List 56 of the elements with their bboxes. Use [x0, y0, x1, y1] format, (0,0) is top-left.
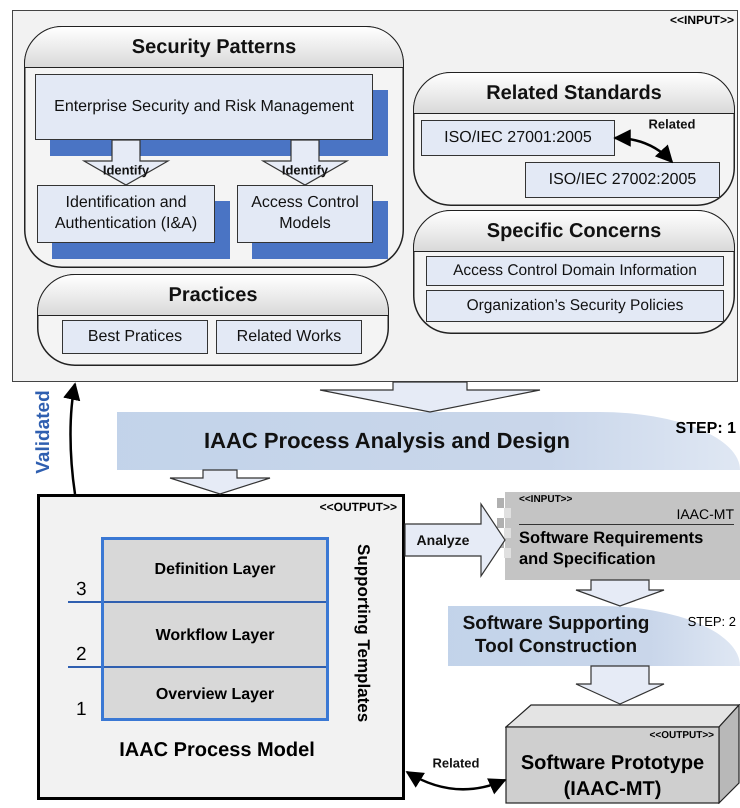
- stereotype-label: <<OUTPUT>>: [320, 500, 397, 514]
- item-box: Access Control Domain Information: [426, 256, 724, 286]
- edge-label: Related: [648, 116, 696, 132]
- model-title: IAAC Process Model: [118, 739, 316, 762]
- input-panel: [12, 10, 738, 382]
- block-arrow: [82, 139, 170, 186]
- group-header: Specific Concerns: [413, 210, 735, 252]
- stereotype-label: <<INPUT>>: [670, 13, 734, 27]
- document-title: Software Requirements and Specification: [519, 528, 704, 570]
- step-title: IAAC Process Analysis and Design: [203, 428, 571, 454]
- edge-label: Analyze: [416, 532, 470, 548]
- edge-label: Identify: [282, 162, 328, 178]
- step-title: Software Supporting Tool Construction: [462, 613, 650, 659]
- layer-label: Workflow Layer: [154, 626, 276, 644]
- group-header: Practices: [37, 274, 389, 316]
- curved-arrow: [613, 130, 674, 164]
- edge-label: Related: [432, 756, 480, 770]
- curved-arrow: [405, 770, 507, 794]
- rounded-group-panel: [24, 26, 404, 268]
- group-header: Related Standards: [413, 72, 735, 114]
- item-box: Organization’s Security Policies: [426, 290, 724, 322]
- rounded-group-panel: [37, 274, 389, 366]
- block-arrow: [169, 469, 271, 495]
- stereotype-label: <<OUTPUT>>: [650, 730, 714, 741]
- layer-label: Overview Layer: [154, 686, 276, 704]
- layer-number: 3: [68, 579, 101, 603]
- block-arrow: [260, 139, 350, 186]
- model-tag: IAAC-MT: [519, 506, 734, 525]
- step-number: STEP: 2: [688, 614, 736, 629]
- vertical-label: Supporting Templates: [353, 544, 373, 722]
- rounded-group-panel: [413, 72, 735, 206]
- item-box: ISO/IEC 27001:2005: [421, 120, 615, 156]
- block-arrow: [575, 579, 665, 607]
- output-frame: [37, 494, 405, 800]
- curved-arrow: [63, 382, 81, 494]
- step-number: STEP: 1: [676, 420, 736, 438]
- block-arrow: [319, 381, 541, 413]
- rounded-group-panel: [413, 210, 735, 334]
- block-arrow: [404, 502, 506, 578]
- item-box: Enterprise Security and Risk Management: [35, 74, 373, 140]
- item-box: Related Works: [216, 320, 362, 354]
- group-header: Security Patterns: [24, 26, 404, 68]
- block-arrow: [575, 665, 665, 705]
- stereotype-label: <<INPUT>>: [519, 494, 572, 505]
- prototype-title: Software Prototype (IAAC-MT): [520, 751, 706, 802]
- edge-label: Validated: [33, 390, 55, 474]
- item-box: ISO/IEC 27002:2005: [525, 162, 720, 198]
- edge-label: Identify: [102, 162, 150, 178]
- step-band: [117, 412, 740, 470]
- item-box: Best Pratices: [62, 320, 208, 354]
- item-box: Access Control Models: [237, 185, 373, 243]
- item-box: Identification and Authentication (I&A): [37, 185, 215, 243]
- layer-number: 2: [68, 644, 101, 668]
- layer-label: Definition Layer: [154, 561, 276, 579]
- step-band: [448, 606, 740, 666]
- layer-number: 1: [75, 699, 88, 721]
